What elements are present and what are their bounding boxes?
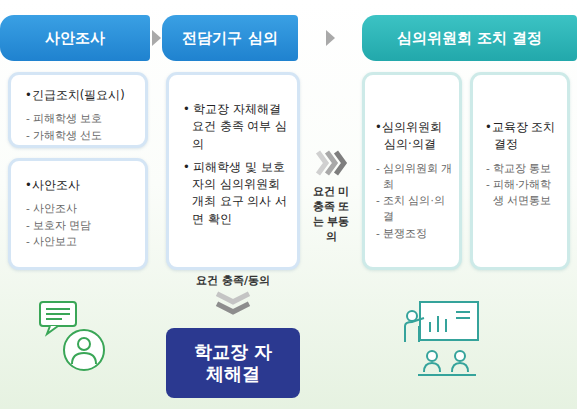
text-group: • 학교장 자체해결 요건 충족 여부 심의 • 피해학생 및 보호자의 심의위원… — [183, 101, 289, 228]
node-item: - 가해학생 선도 — [25, 127, 137, 143]
node-title: • 학교장 자체해결 요건 충족 여부 심의 — [183, 101, 289, 153]
node-item: - 피해·가해학생 서면통보 — [485, 176, 561, 209]
result-box: 학교장 자체해결 — [166, 328, 300, 398]
node-title: 학교장 자체해결 — [188, 341, 278, 386]
person-icon — [40, 302, 104, 370]
step-box: •긴급조치(필요시) - 피해학생 보호- 가해학생 선도 — [8, 72, 148, 148]
stage-header: 전담기구 심의 — [162, 15, 298, 61]
node-item: • 피해학생 및 보호자의 심의위원회 개최 요구 의사 서면 확인 — [183, 159, 289, 228]
text-group: •교육장 조치결정 - 학교장 통보- 피해·가해학생 서면통보 — [485, 119, 561, 208]
node-title: •사안조사 — [25, 177, 137, 194]
stage-header: 심의위원회 조치 결정 — [362, 15, 577, 61]
presentation-icon — [405, 302, 478, 375]
edge-label: 요건 충족/동의 — [173, 274, 293, 289]
node-item: - 보호자 면담 — [25, 217, 137, 233]
stage-header: 사안조사 — [0, 15, 150, 61]
node-item: - 사안보고 — [25, 233, 137, 249]
node-item: - 학교장 통보 — [485, 160, 561, 176]
text-group: •긴급조치(필요시) - 피해학생 보호- 가해학생 선도 — [25, 87, 137, 143]
node-title: 사안조사 — [45, 29, 105, 48]
edge-label: 요건 미충족 또는 부동의 — [309, 185, 353, 244]
decision-box: •심의위원회 심의·의결 - 심의위원회 개최- 조치 심의·의결- 분쟁조정 — [362, 72, 462, 270]
node-item: - 심의위원회 개최 — [375, 160, 453, 193]
node-title: 전담기구 심의 — [182, 29, 277, 48]
node-item: - 분쟁조정 — [375, 225, 453, 241]
text-group: •사안조사 - 사안조사- 보호자 면담- 사안보고 — [25, 177, 137, 249]
node-item: - 조치 심의·의결 — [375, 192, 453, 225]
step-box: •사안조사 - 사안조사- 보호자 면담- 사안보고 — [8, 158, 148, 270]
node-title: 심의위원회 조치 결정 — [397, 29, 542, 48]
text-group: 전담기구 심의 — [182, 29, 277, 48]
review-box: • 학교장 자체해결 요건 충족 여부 심의 • 피해학생 및 보호자의 심의위원… — [166, 72, 300, 270]
node-title: •교육장 조치결정 — [485, 119, 561, 154]
decision-box: •교육장 조치결정 - 학교장 통보- 피해·가해학생 서면통보 — [470, 72, 570, 270]
node-title: •긴급조치(필요시) — [25, 87, 137, 104]
text-group: •심의위원회 심의·의결 - 심의위원회 개최- 조치 심의·의결- 분쟁조정 — [375, 119, 453, 241]
node-title: •심의위원회 심의·의결 — [375, 119, 453, 154]
flow-arrow — [150, 30, 162, 46]
flow-arrow — [300, 152, 362, 174]
text-group: 사안조사 — [45, 29, 105, 48]
node-item: - 사안조사 — [25, 200, 137, 216]
node-item: - 피해학생 보호 — [25, 110, 137, 126]
flow-arrow — [298, 30, 362, 46]
text-group: 심의위원회 조치 결정 — [397, 29, 542, 48]
text-group: 학교장 자체해결 — [188, 341, 278, 386]
